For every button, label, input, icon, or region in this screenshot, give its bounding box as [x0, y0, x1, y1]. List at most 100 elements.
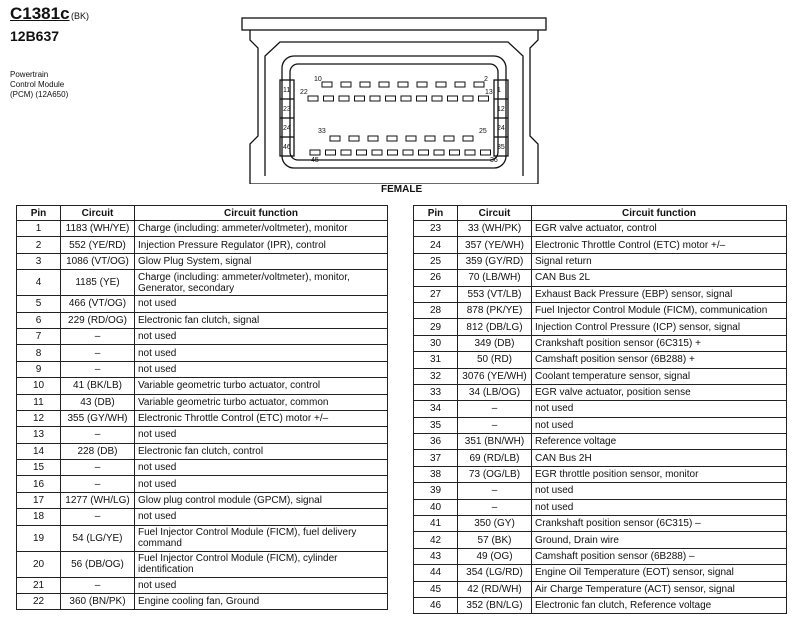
- side-number: 23: [283, 106, 291, 113]
- function-cell: Coolant temperature sensor, signal: [531, 367, 787, 385]
- function-cell: Electronic Throttle Control (ETC) motor …: [134, 409, 388, 428]
- side-number: 1: [497, 87, 501, 94]
- circuit-cell: 228 (DB): [60, 442, 135, 461]
- cavity-number: 13: [485, 89, 493, 96]
- circuit-cell: 1277 (WH/LG): [60, 491, 135, 510]
- pin-cell: 36: [413, 433, 458, 451]
- function-cell: Charge (including: ammeter/voltmeter), m…: [134, 269, 388, 297]
- pin-cell: 26: [413, 269, 458, 287]
- pin-cavity: [464, 149, 476, 156]
- pin-cell: 35: [413, 416, 458, 435]
- function-cell: Injection Control Pressure (ICP) sensor,…: [531, 318, 787, 336]
- pin-cell: 39: [413, 482, 458, 500]
- function-cell: CAN Bus 2L: [531, 269, 787, 287]
- circuit-cell: 1185 (YE): [60, 269, 135, 297]
- pin-cell: 44: [413, 564, 458, 582]
- pin-cavity: [397, 81, 409, 88]
- pin-cell: 6: [16, 311, 61, 329]
- pin-cell: 21: [16, 576, 61, 595]
- pin-cell: 14: [16, 442, 61, 461]
- pin-cavity: [447, 95, 458, 102]
- function-cell: EGR valve actuator, control: [531, 219, 787, 238]
- function-cell: not used: [134, 475, 388, 493]
- pin-cell: 38: [413, 465, 458, 484]
- connector-shroud: [264, 41, 524, 176]
- pin-header: Pin: [16, 205, 61, 221]
- module-description: Powertrain Control Module (PCM) (12A650): [10, 70, 100, 100]
- pin-cavity: [356, 149, 367, 156]
- table-row: 9–not used: [16, 360, 388, 379]
- cavity-number: 2: [484, 76, 488, 83]
- pin-cell: 5: [16, 295, 61, 313]
- function-cell: Ground, Drain wire: [531, 531, 787, 549]
- circuit-cell: 69 (RD/LB): [457, 449, 532, 467]
- connector-code: C1381c: [10, 4, 70, 23]
- function-cell: not used: [134, 344, 388, 362]
- function-cell: not used: [531, 498, 787, 517]
- table-row: 35–not used: [413, 416, 787, 435]
- circuit-cell: 1183 (WH/YE): [60, 219, 135, 238]
- circuit-cell: 357 (YE/WH): [457, 236, 532, 254]
- circuit-cell: 3076 (YE/WH): [457, 367, 532, 385]
- cavity-number: 25: [479, 128, 487, 135]
- connector-color: (BK): [71, 11, 89, 21]
- function-cell: Crankshaft position sensor (6C315) +: [531, 334, 787, 353]
- function-header: Circuit function: [134, 205, 388, 221]
- pin-cavity: [435, 81, 447, 88]
- connector-housing: [249, 30, 539, 184]
- function-cell: Electronic fan clutch, Reference voltage: [531, 596, 787, 615]
- function-cell: Reference voltage: [531, 433, 787, 451]
- circuit-cell: –: [60, 344, 135, 362]
- table-row: 7–not used: [16, 327, 388, 346]
- side-number: 24: [497, 125, 505, 132]
- circuit-cell: 73 (OG/LB): [457, 465, 532, 484]
- function-cell: not used: [134, 360, 388, 379]
- side-number: 12: [497, 106, 505, 113]
- pin-cavity: [385, 95, 396, 102]
- circuit-cell: –: [60, 327, 135, 346]
- function-cell: not used: [531, 416, 787, 435]
- pin-cell: 27: [413, 285, 458, 303]
- circuit-header: Circuit: [60, 205, 135, 221]
- pin-cell: 18: [16, 508, 61, 526]
- pin-cavity: [338, 95, 350, 102]
- circuit-cell: 553 (VT/LB): [457, 285, 532, 303]
- pin-cell: 19: [16, 524, 61, 552]
- function-cell: not used: [134, 508, 388, 526]
- pin-cavity: [405, 135, 417, 142]
- pin-cavity: [348, 135, 360, 142]
- function-cell: Electronic fan clutch, control: [134, 442, 388, 461]
- pin-cell: 33: [413, 383, 458, 402]
- connector-inner-face: [289, 63, 499, 161]
- pin-cell: 45: [413, 580, 458, 598]
- connector-housing-top: [241, 17, 547, 31]
- function-cell: not used: [134, 327, 388, 346]
- circuit-cell: 1086 (VT/OG): [60, 252, 135, 271]
- pin-cavity: [386, 135, 398, 142]
- circuit-header: Circuit: [457, 205, 532, 221]
- pin-cell: 32: [413, 367, 458, 385]
- pin-cell: 4: [16, 269, 61, 297]
- pin-cavity: [443, 135, 455, 142]
- function-cell: not used: [531, 482, 787, 500]
- pin-cavity: [369, 95, 381, 102]
- circuit-cell: 229 (RD/OG): [60, 311, 135, 329]
- function-cell: Charge (including: ammeter/voltmeter), m…: [134, 219, 388, 238]
- pin-cavity: [307, 95, 319, 102]
- table-row: 16–not used: [16, 475, 388, 493]
- cavity-number: 10: [314, 76, 322, 83]
- table-row: 39–not used: [413, 482, 787, 500]
- table-row: 40–not used: [413, 498, 787, 517]
